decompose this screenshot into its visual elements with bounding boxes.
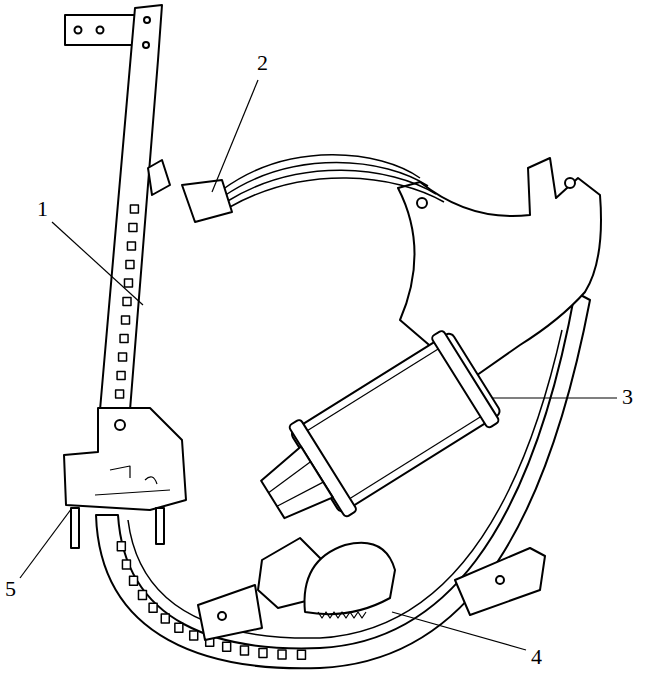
leader-line: [392, 612, 526, 650]
callout-number: 1: [36, 198, 49, 220]
top-mount-bracket: [65, 15, 138, 45]
bracket-hole: [97, 27, 104, 34]
rack-tooth: [129, 224, 137, 232]
rail-hole: [143, 42, 149, 48]
rack-tooth: [130, 576, 138, 585]
slider-detail: [95, 466, 170, 495]
foot-hole: [218, 612, 226, 620]
rack-tooth: [240, 646, 248, 655]
callout-number: 5: [4, 578, 17, 600]
bracket-hole: [496, 576, 504, 584]
slider-block: [64, 408, 186, 510]
rack-tooth: [149, 603, 157, 612]
switch-bracket: [148, 160, 170, 195]
bracket-hole: [75, 27, 82, 34]
rack-tooth: [123, 298, 131, 306]
rack-tooth: [278, 650, 286, 659]
rack-tooth: [120, 335, 128, 343]
rack-tooth: [127, 242, 135, 250]
callout-number: 4: [530, 646, 543, 668]
rack-tooth: [119, 353, 127, 361]
motor-coupling: [257, 446, 333, 524]
gearbox-foot: [198, 585, 262, 640]
rail-hole: [144, 17, 150, 23]
slider-hole: [115, 420, 125, 430]
plate-hole: [565, 178, 575, 188]
rack-tooth: [259, 648, 267, 657]
rack-tooth: [126, 261, 134, 269]
leader-line: [212, 80, 258, 192]
leader-line: [52, 222, 143, 305]
mount-pin: [156, 508, 164, 544]
rack-tooth: [175, 623, 183, 632]
callout-number: 3: [621, 386, 634, 408]
rack-tooth: [122, 316, 130, 324]
rack-tooth: [122, 560, 130, 569]
lower-mount-bracket: [455, 548, 545, 615]
rack-tooth: [138, 591, 146, 600]
rack-tooth: [161, 614, 169, 623]
wire-connector: [182, 180, 232, 222]
rack-inner-groove: [128, 330, 562, 638]
leader-line: [492, 397, 617, 398]
rack-tooth: [130, 205, 138, 213]
rack-tooth: [124, 279, 132, 287]
guide-rail: [100, 5, 162, 410]
rack-tooth: [117, 372, 125, 380]
rack-tooth: [117, 542, 125, 551]
drive-gear: [305, 543, 396, 614]
rack-tooth: [297, 650, 305, 659]
motor-tie-rod: [350, 417, 481, 499]
gear-teeth: [318, 612, 366, 618]
rack-tooth: [190, 631, 198, 640]
mount-pin: [71, 508, 79, 548]
motor-tie-rod: [308, 349, 439, 431]
wire-harness: [222, 155, 444, 208]
rack-tooth: [116, 390, 124, 398]
leader-line: [20, 508, 72, 578]
plate-hole: [417, 198, 427, 208]
motor-shaft-line: [277, 479, 323, 510]
callout-number: 2: [256, 52, 269, 74]
motor-end-ring: [431, 330, 500, 429]
rack-tooth: [223, 642, 231, 651]
motor-shaft-line: [266, 462, 312, 493]
